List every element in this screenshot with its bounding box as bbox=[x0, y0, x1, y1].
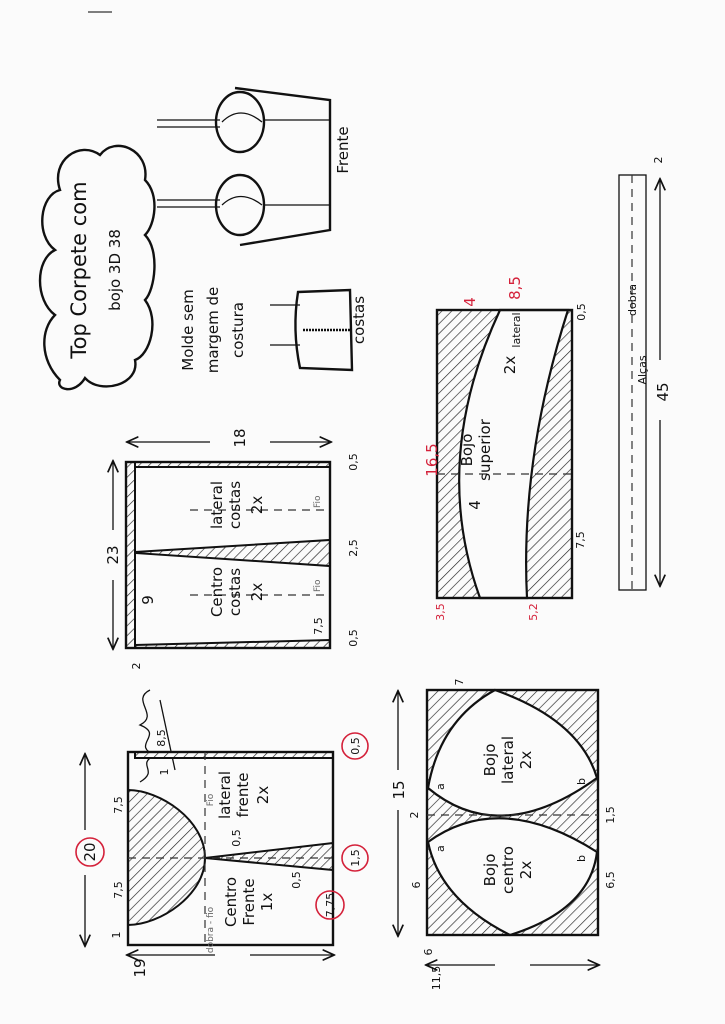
piece-label: lateral bbox=[499, 736, 517, 784]
point-label: a bbox=[434, 845, 447, 852]
dimension-label: 7,5 bbox=[574, 531, 587, 549]
dimension-label: 23 bbox=[104, 545, 122, 564]
dimension-label: 1,5 bbox=[349, 849, 362, 867]
piece-label: Alças bbox=[636, 355, 649, 384]
title-cloud: Top Corpete com bojo 3D 38 bbox=[38, 144, 156, 391]
dimension-label: 16,5 bbox=[423, 443, 441, 476]
title-line1: Top Corpete com bbox=[67, 181, 91, 359]
dimension-label: 7,5 bbox=[112, 881, 125, 899]
dimension-label: 7 bbox=[453, 679, 466, 686]
front-illustration: Frente bbox=[157, 86, 352, 247]
note-line2: margem de bbox=[204, 287, 222, 374]
piece-label: Frente bbox=[240, 878, 258, 925]
piece-label: lateral bbox=[208, 481, 226, 529]
piece-label: lateral bbox=[216, 771, 234, 819]
note-line1: Molde sem bbox=[179, 289, 197, 370]
dimension-label: 4 bbox=[466, 500, 484, 510]
dimension-label: 18 bbox=[231, 428, 249, 447]
dimension-label: 2,5 bbox=[347, 539, 360, 557]
piece-qty: 2x bbox=[501, 356, 519, 375]
dimension-label: 1 bbox=[110, 932, 123, 939]
bojo-lateral-centro-pattern: Bojo lateral 2x Bojo centro 2x a a b b 7… bbox=[390, 679, 617, 991]
dimension-label: 20 bbox=[81, 842, 99, 861]
front-pattern: lateral frente 2x Centro Frente 1x dobra… bbox=[75, 729, 369, 978]
dimension-label: 6 bbox=[410, 882, 423, 889]
fold-label: dobra - fio bbox=[206, 906, 216, 953]
dimension-label: 1 bbox=[158, 769, 171, 776]
dimension-label: 0,5 bbox=[347, 453, 360, 471]
piece-qty: 2x bbox=[248, 496, 266, 515]
dimension-label: 0,5 bbox=[347, 629, 360, 647]
dimension-label: 0,5 bbox=[290, 871, 303, 889]
note-line3: costura bbox=[229, 302, 247, 358]
grain-label: Fio bbox=[206, 793, 216, 806]
grain-label: Fio bbox=[313, 495, 323, 508]
point-label: b bbox=[575, 855, 588, 862]
dimension-label: 7,75 bbox=[324, 893, 337, 918]
piece-qty: 2x bbox=[517, 861, 535, 880]
piece-label: frente bbox=[234, 773, 252, 818]
dimension-label: 7,5 bbox=[112, 796, 125, 814]
dimension-label: 6,5 bbox=[604, 871, 617, 889]
piece-label: Bojo bbox=[481, 854, 499, 887]
piece-label: superior bbox=[476, 418, 494, 481]
back-illustration: costas bbox=[270, 288, 368, 372]
dimension-label: 2 bbox=[652, 157, 665, 164]
dimension-label: 9 bbox=[139, 595, 157, 605]
dimension-label: 2 bbox=[408, 812, 421, 819]
dimension-label: 8,5 bbox=[506, 276, 524, 300]
fold-label: dobra bbox=[626, 284, 639, 316]
dimension-label: 1,5 bbox=[604, 806, 617, 824]
piece-qty: 2x bbox=[248, 583, 266, 602]
piece-label: costas bbox=[226, 481, 244, 529]
strap-pattern: dobra Alças 2 45 bbox=[618, 157, 672, 591]
dimension-label: 11,5 bbox=[430, 966, 443, 991]
dimension-label: 6 bbox=[422, 949, 435, 956]
piece-qty: 2x bbox=[254, 786, 272, 805]
dimension-label: 0,5 bbox=[230, 829, 243, 847]
dimension-label: 8,5 bbox=[155, 729, 168, 747]
piece-label: Bojo bbox=[458, 434, 476, 467]
dimension-label: 2 bbox=[130, 663, 143, 670]
title-line2: bojo 3D 38 bbox=[106, 229, 124, 311]
piece-qty: 1x bbox=[258, 893, 276, 912]
dimension-label: 3,5 bbox=[434, 603, 447, 621]
dimension-label: 0,5 bbox=[575, 303, 588, 321]
dimension-label: 19 bbox=[131, 958, 149, 977]
piece-label: Bojo bbox=[481, 744, 499, 777]
front-label: Frente bbox=[334, 126, 352, 173]
bojo-superior-pattern: Bojo superior 2x lateral 8,5 4 16,5 4 7,… bbox=[423, 276, 588, 621]
back-label: costas bbox=[350, 296, 368, 344]
piece-label: centro bbox=[499, 846, 517, 894]
piece-label: Centro bbox=[208, 567, 226, 617]
dimension-label: 45 bbox=[654, 382, 672, 401]
point-label: b bbox=[575, 778, 588, 785]
point-label: a bbox=[434, 783, 447, 790]
dimension-label: 4 bbox=[461, 297, 479, 307]
piece-label: costas bbox=[226, 568, 244, 616]
no-seam-allowance-note: Molde sem margem de costura bbox=[179, 287, 247, 374]
back-pattern: Fio Fio lateral costas 2x Centro costas … bbox=[104, 428, 360, 669]
dimension-label: 15 bbox=[390, 780, 408, 799]
dimension-label: 0,5 bbox=[349, 737, 362, 755]
grain-label: Fio bbox=[313, 579, 323, 592]
piece-label: lateral bbox=[510, 312, 523, 347]
piece-qty: 2x bbox=[517, 751, 535, 770]
piece-label: Centro bbox=[222, 877, 240, 927]
dimension-label: 5,2 bbox=[527, 603, 540, 621]
dimension-label: 7,5 bbox=[312, 617, 325, 635]
